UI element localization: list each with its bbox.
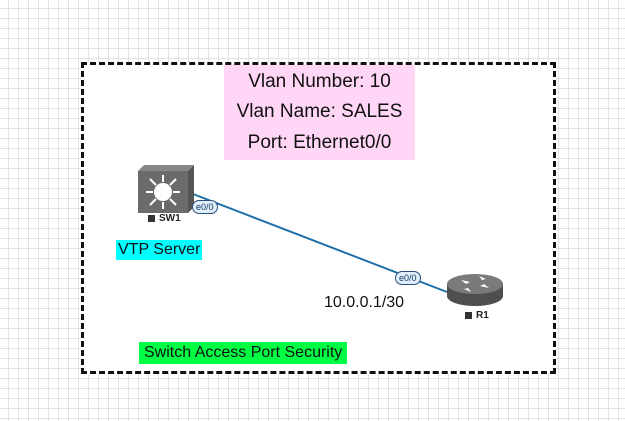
sw1-port-label: e0/0 — [192, 200, 218, 214]
status-square-icon — [465, 312, 472, 319]
port-text: Port: Ethernet0/0 — [247, 131, 392, 153]
vlan-info-box: Vlan Number: 10 Vlan Name: SALES Port: E… — [224, 65, 415, 160]
sw1-label: SW1 — [148, 213, 181, 224]
r1-ip-label: 10.0.0.1/30 — [324, 294, 405, 311]
zone-title-label: Switch Access Port Security — [139, 342, 348, 364]
router-icon — [447, 274, 503, 306]
r1-label: R1 — [465, 310, 489, 321]
r1-port-label: e0/0 — [395, 271, 421, 285]
device-r1[interactable] — [446, 272, 504, 308]
status-square-icon — [148, 215, 155, 222]
vlan-name-text: Vlan Name: SALES — [236, 101, 403, 123]
sw1-name: SW1 — [159, 213, 181, 224]
vtp-server-label: VTP Server — [116, 240, 203, 260]
r1-name: R1 — [476, 310, 489, 321]
layer3-switch-icon — [138, 165, 194, 213]
device-sw1[interactable] — [138, 165, 194, 213]
vlan-number-text: Vlan Number: 10 — [248, 71, 391, 93]
